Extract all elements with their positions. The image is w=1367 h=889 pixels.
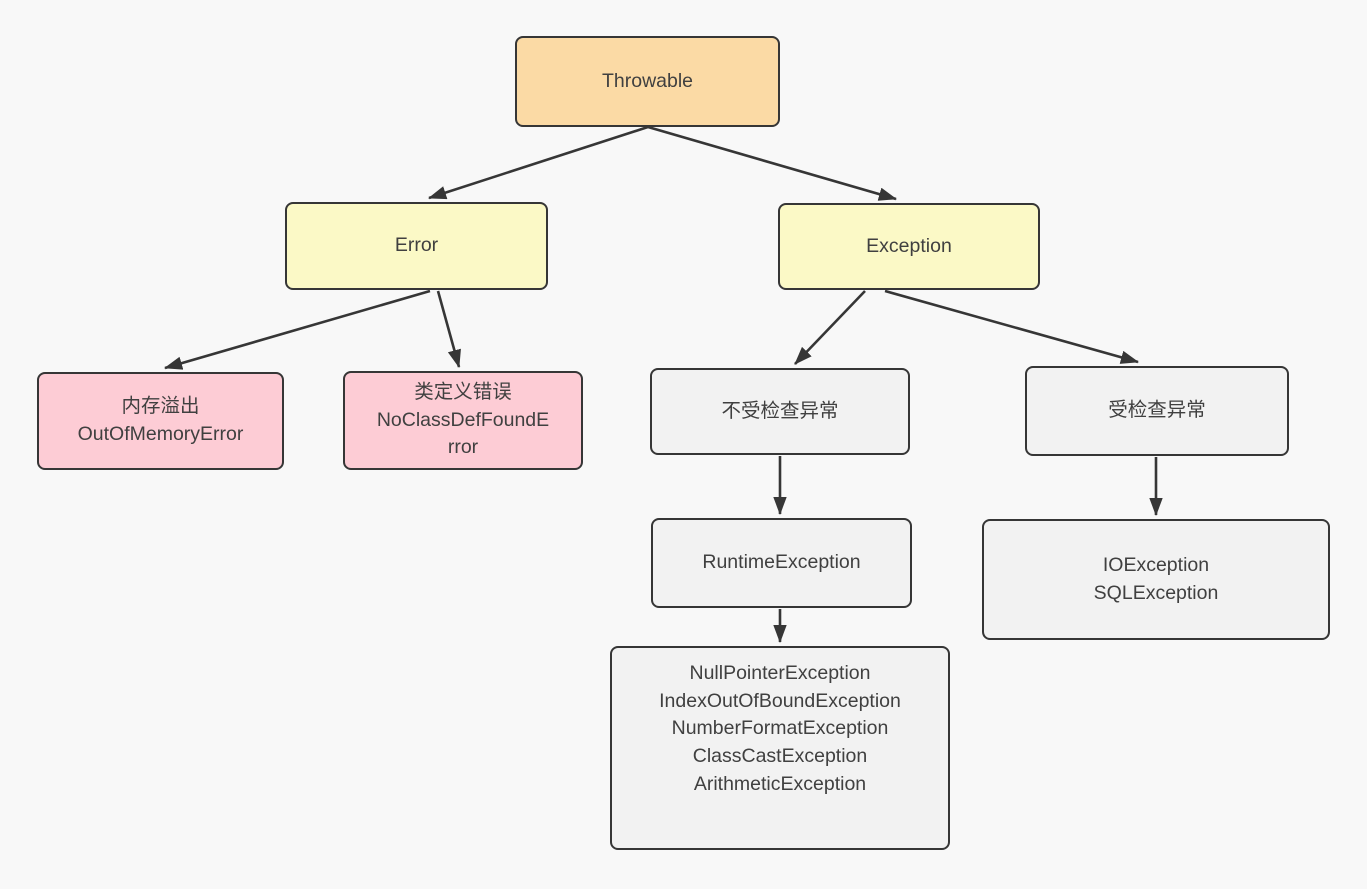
edge-error-noclassdef [436, 290, 461, 369]
node-throwable-label: Throwable [601, 69, 694, 92]
node-text-line: 内存溢出 [121, 395, 200, 418]
node-error-label: Error [394, 234, 439, 257]
edge-throwable-exception [647, 125, 897, 201]
node-text-line: IOException [1102, 553, 1210, 576]
edge-error-outofmemory [164, 289, 431, 370]
node-text-line: IndexOutOfBoundException [659, 689, 901, 712]
node-exception-label: Exception [866, 234, 952, 257]
edge-exception-unchecked [794, 290, 866, 365]
node-checked-exception: 受检查异常 [1025, 366, 1289, 456]
node-text-line: ArithmeticException [693, 772, 867, 795]
node-unchecked-exception: 不受检查异常 [650, 368, 910, 455]
node-runtime-exception: RuntimeException [651, 518, 912, 608]
node-text-line: SQLException [1093, 581, 1219, 604]
edge-exception-checked [884, 289, 1140, 364]
node-unchecked-label: 不受检查异常 [721, 399, 839, 422]
node-text-line: NullPointerException [689, 662, 871, 684]
node-text-line: OutOfMemoryError [77, 423, 244, 445]
node-no-class-def-found-error: 类定义错误 NoClassDefFoundE rror [343, 371, 583, 470]
node-text-line: NumberFormatException [671, 717, 889, 740]
node-checked-label: 受检查异常 [1108, 399, 1206, 422]
node-out-of-memory-error: 内存溢出 OutOfMemoryError [37, 372, 284, 470]
edge-throwable-error [428, 125, 649, 200]
node-error: Error [285, 202, 548, 290]
node-text-line: 类定义错误 [414, 380, 512, 403]
node-text-line: NoClassDefFoundE [376, 408, 550, 431]
node-throwable: Throwable [515, 36, 780, 127]
node-runtime-label: RuntimeException [702, 551, 861, 574]
node-exception: Exception [778, 203, 1040, 290]
node-text-line: ClassCastException [692, 745, 868, 768]
node-text-line: rror [447, 436, 479, 459]
